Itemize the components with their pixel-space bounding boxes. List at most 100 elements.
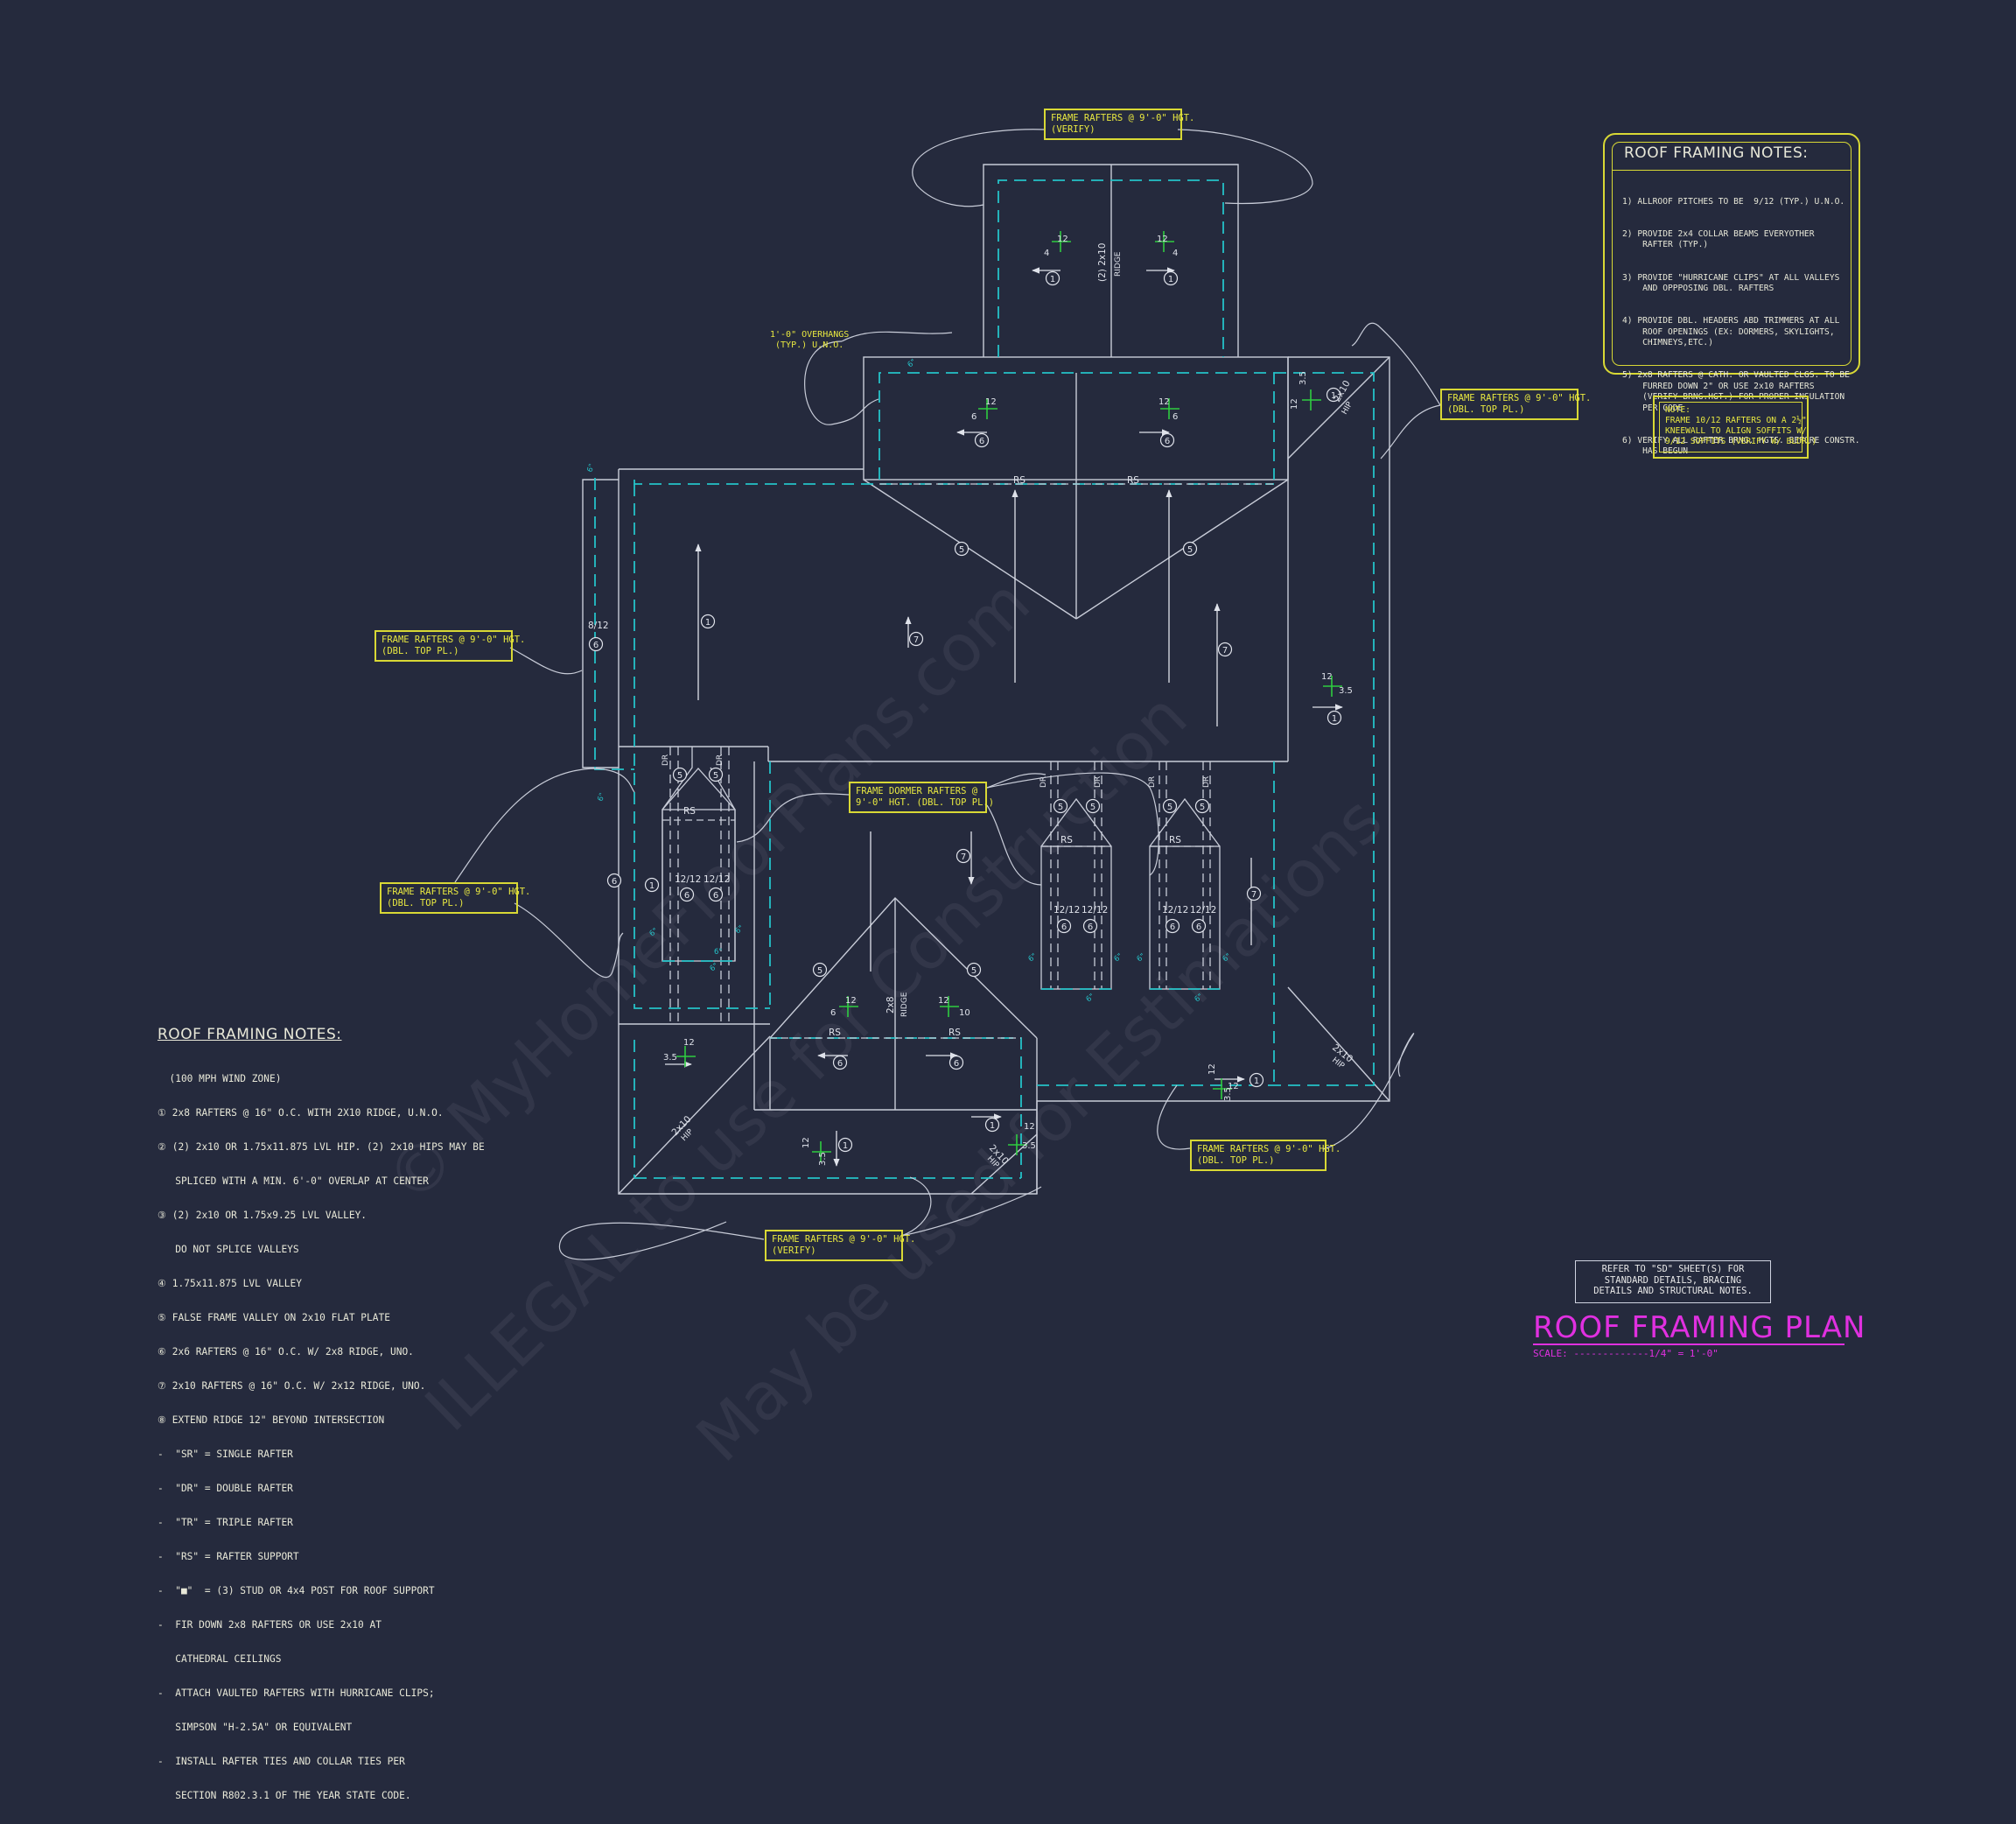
dormer-right [1149, 761, 1221, 990]
legend-item: (100 MPH WIND ZONE) [158, 1073, 282, 1084]
svg-text:12: 12 [1057, 235, 1068, 244]
legend-item: - "TR" = TRIPLE RAFTER [158, 1517, 293, 1528]
notes-panel-inner-frame [1612, 142, 1852, 366]
roof-framing-sheet: © MyHomeFloorPlans.com ILLEGAL to use fo… [158, 109, 1865, 1801]
svg-text:RS: RS [1060, 835, 1073, 845]
callout-right-frame-rafters: FRAME RAFTERS @ 9'-0" HGT. (DBL. TOP PL.… [1440, 389, 1591, 420]
svg-text:RIDGE: RIDGE [900, 992, 909, 1017]
svg-text:12/12: 12/12 [675, 874, 701, 885]
legend-item: ⑥ 2x6 RAFTERS @ 16" O.C. W/ 2x8 RIDGE, U… [158, 1346, 414, 1357]
svg-text:12/12: 12/12 [1190, 905, 1216, 916]
legend-item: CATHEDRAL CEILINGS [158, 1653, 282, 1665]
svg-text:12: 12 [802, 1137, 811, 1148]
legend-item: - "RS" = RAFTER SUPPORT [158, 1551, 299, 1562]
svg-text:1: 1 [1254, 1077, 1259, 1086]
svg-text:6": 6" [709, 962, 721, 974]
svg-text:DR: DR [1148, 776, 1157, 788]
note-item: 6) VERIFY ALL RAFTER BRNG. HGTS. BEFORE … [1622, 435, 1860, 457]
svg-text:6: 6 [593, 641, 598, 650]
legend-item: DO NOT SPLICE VALLEYS [158, 1244, 299, 1255]
svg-text:4: 4 [1044, 249, 1049, 258]
legend-item: - ATTACH VAULTED RAFTERS WITH HURRICANE … [158, 1687, 435, 1699]
svg-text:3.5: 3.5 [663, 1053, 677, 1063]
svg-text:RIDGE: RIDGE [1114, 251, 1123, 277]
svg-text:12/12: 12/12 [1082, 905, 1108, 916]
svg-text:1: 1 [843, 1141, 848, 1151]
svg-text:6": 6" [1222, 952, 1234, 965]
drawing-scale: SCALE: -------------1/4" = 1'-0" [1533, 1348, 1718, 1359]
svg-text:6: 6 [1088, 923, 1093, 932]
legend-item: - "SR" = SINGLE RAFTER [158, 1449, 293, 1460]
svg-text:1: 1 [1331, 391, 1336, 401]
legend-item: - FIR DOWN 2x8 RAFTERS OR USE 2x10 AT [158, 1619, 382, 1631]
svg-text:6: 6 [830, 1008, 836, 1018]
svg-text:HIP: HIP [1340, 400, 1354, 416]
svg-text:5: 5 [1090, 803, 1096, 812]
dormer-left [662, 747, 736, 1024]
plan-labels: RS RS RS RS RS RS RS (2) 2x10 RIDGE 2x8 … [588, 243, 1354, 1171]
svg-text:6: 6 [1172, 412, 1178, 422]
kneewall-note-text: NOTE: FRAME 10/12 RAFTERS ON A 2½" KNEEW… [1659, 402, 1816, 452]
legend-notes: ROOF FRAMING NOTES: (100 MPH WIND ZONE) … [158, 1026, 508, 1824]
svg-text:1: 1 [1050, 275, 1055, 284]
callout-bottom-frame-rafters: FRAME RAFTERS @ 9'-0" HGT. (VERIFY) [765, 1230, 915, 1261]
legend-item: SPLICED WITH A MIN. 6'-0" OVERLAP AT CEN… [158, 1175, 429, 1187]
leader-lines [454, 129, 1441, 1260]
svg-text:5: 5 [677, 771, 682, 781]
svg-text:6": 6" [1027, 952, 1040, 965]
svg-text:7: 7 [1222, 646, 1228, 656]
svg-text:5: 5 [713, 771, 718, 781]
svg-text:6: 6 [971, 412, 976, 422]
svg-text:6: 6 [612, 877, 617, 887]
svg-text:1: 1 [705, 618, 710, 628]
legend-item: - INSTALL RAFTER TIES AND COLLAR TIES PE… [158, 1756, 405, 1767]
svg-text:8/12: 8/12 [588, 621, 609, 631]
svg-text:3.5: 3.5 [1339, 686, 1353, 696]
svg-text:1: 1 [1332, 714, 1337, 724]
roof-framing-plan-drawing: 1 1 6 6 1 5 5 1 7 7 6 1 5 5 5 5 5 5 6 6 … [454, 129, 1441, 1260]
svg-text:7: 7 [914, 635, 919, 645]
svg-text:12: 12 [845, 996, 857, 1006]
svg-text:RS: RS [948, 1028, 961, 1038]
svg-text:7: 7 [1251, 890, 1256, 900]
svg-text:RS: RS [1169, 835, 1181, 845]
legend-item: ① 2x8 RAFTERS @ 16" O.C. WITH 2X10 RIDGE… [158, 1107, 444, 1119]
svg-text:6": 6" [906, 358, 919, 370]
rafter-support-lines [662, 483, 1274, 1039]
kneewall-note-box: NOTE: FRAME 10/12 RAFTERS ON A 2½" KNEEW… [1653, 396, 1816, 459]
callout-bottom-right-frame-rafters: FRAME RAFTERS @ 9'-0" HGT. (DBL. TOP PL.… [1190, 1140, 1340, 1171]
legend-item: - "DR" = DOUBLE RAFTER [158, 1483, 293, 1494]
svg-text:RS: RS [829, 1028, 841, 1038]
svg-text:DR: DR [1094, 776, 1102, 788]
svg-text:6: 6 [979, 437, 984, 446]
svg-text:5: 5 [1200, 803, 1205, 812]
svg-text:6": 6" [714, 948, 722, 957]
legend-item: SECTION R802.3.1 OF THE YEAR STATE CODE. [158, 1790, 411, 1801]
svg-text:1: 1 [1168, 275, 1173, 284]
span-arrows [665, 267, 1343, 1167]
svg-text:12/12: 12/12 [704, 874, 730, 885]
legend-item: ③ (2) 2x10 OR 1.75x9.25 LVL VALLEY. [158, 1210, 368, 1221]
svg-text:12: 12 [1158, 397, 1170, 407]
svg-text:12: 12 [1208, 1063, 1217, 1075]
svg-text:12/12: 12/12 [1162, 905, 1188, 916]
note-item: 1) ALLROOF PITCHES TO BE 9/12 (TYP.) U.N… [1622, 196, 1845, 207]
legend-item: ⑦ 2x10 RAFTERS @ 16" O.C. W/ 2x12 RIDGE,… [158, 1380, 426, 1392]
svg-text:1: 1 [990, 1121, 995, 1131]
svg-text:6: 6 [1196, 923, 1201, 932]
svg-text:6": 6" [596, 792, 607, 803]
dormer-center [1040, 761, 1112, 990]
legend-item: - "■" = (3) STUD OR 4x4 POST FOR ROOF SU… [158, 1585, 435, 1596]
callout-dormer-frame-rafters: FRAME DORMER RAFTERS @ 9'-0" HGT. (DBL. … [849, 782, 994, 813]
svg-text:3.5: 3.5 [818, 1152, 828, 1166]
callout-left-lower-frame-rafters: FRAME RAFTERS @ 9'-0" HGT. (DBL. TOP PL.… [380, 882, 530, 914]
pitch-symbols [676, 231, 1342, 1162]
svg-text:RS: RS [1127, 475, 1139, 486]
pitch-values: 12 4 12 4 12 6 12 6 3.5 12 12 3.5 12 6 1… [663, 235, 1353, 1166]
svg-text:6: 6 [1170, 923, 1175, 932]
refer-sd-sheet-note: REFER TO "SD" SHEET(S) FOR STANDARD DETA… [1575, 1260, 1771, 1303]
svg-text:6: 6 [1061, 923, 1067, 932]
svg-text:4: 4 [1172, 249, 1178, 258]
svg-text:DR: DR [716, 754, 724, 766]
svg-text:RS: RS [683, 806, 696, 817]
